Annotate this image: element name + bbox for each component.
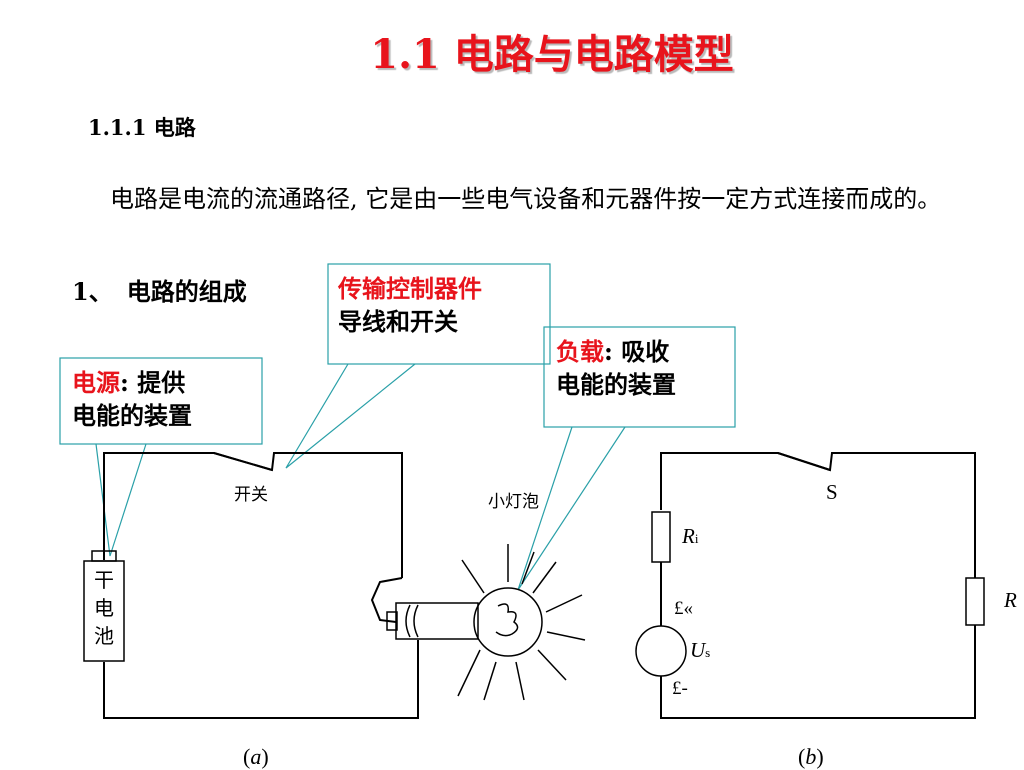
switch-s-label: S xyxy=(826,480,838,504)
bulb-socket xyxy=(395,602,479,640)
control-callout-pointer xyxy=(285,363,416,469)
section-number: 1、 xyxy=(72,277,113,306)
load-callout-title: 负载 xyxy=(556,337,604,366)
voltage-source-us xyxy=(635,625,687,677)
battery-label-char-2: 电 xyxy=(94,596,114,620)
section-label: 电路的组成 xyxy=(126,277,247,306)
us-label: Us xyxy=(690,638,710,663)
wire-bulb-lead-top xyxy=(370,577,403,623)
source-callout-box xyxy=(59,357,263,445)
caption-b-letter: b xyxy=(805,744,817,769)
wire-top-b xyxy=(660,452,976,578)
source-callout-line1: 电源: 提供 xyxy=(72,366,192,399)
wire-top-a xyxy=(103,452,403,578)
caption-b-close: ) xyxy=(816,744,824,769)
us-main: U xyxy=(690,638,706,662)
load-callout-box xyxy=(543,326,736,428)
ri-sub: i xyxy=(694,531,699,546)
source-callout: 电源: 提供 电能的装置 xyxy=(72,366,192,432)
caption-a-close: ) xyxy=(261,744,269,769)
bulb-label: 小灯泡 xyxy=(488,492,539,512)
source-callout-pointer xyxy=(95,443,147,557)
source-callout-rest: : 提供 xyxy=(120,368,186,397)
switch-blade-b xyxy=(777,452,831,471)
load-callout: 负载: 吸收 电能的装置 xyxy=(556,335,676,401)
caption-a-open: ( xyxy=(243,744,251,769)
r-label: R xyxy=(1004,588,1017,612)
control-callout-box xyxy=(327,263,551,365)
load-callout-desc: 电能的装置 xyxy=(556,370,676,399)
source-callout-title: 电源 xyxy=(72,368,120,397)
caption-b-open: ( xyxy=(798,744,806,769)
caption-a: (a) xyxy=(243,744,269,770)
caption-b: (b) xyxy=(798,744,824,770)
control-callout-desc: 导线和开关 xyxy=(338,307,458,336)
load-callout-line1: 负载: 吸收 xyxy=(556,335,676,368)
bulb-contact xyxy=(386,611,398,631)
socket-thread xyxy=(405,604,411,638)
socket-thread-2 xyxy=(413,604,419,638)
bulb-glass xyxy=(473,587,543,657)
control-callout-title: 传输控制器件 xyxy=(338,274,482,303)
figure-a-circuit xyxy=(83,452,586,719)
battery-body xyxy=(83,560,125,662)
source-callout-desc: 电能的装置 xyxy=(72,401,192,430)
plus-label: £« xyxy=(674,598,693,619)
switch-blade-a xyxy=(213,452,273,471)
definition-paragraph: 电路是电流的流通路径, 它是由一些电气设备和元器件按一定方式连接而成的。 xyxy=(110,185,942,213)
resistor-r xyxy=(965,577,985,626)
ri-label: Ri xyxy=(682,524,698,549)
resistor-ri xyxy=(651,511,671,563)
bulb-rays xyxy=(457,544,586,701)
page-title: 1.1 电路与电路模型 xyxy=(370,31,734,78)
wire-bottom-b xyxy=(660,625,976,719)
battery-label: 干 电 池 xyxy=(84,566,124,650)
us-sub: s xyxy=(705,645,711,660)
ri-main: R xyxy=(682,524,695,548)
switch-label: 开关 xyxy=(234,485,268,505)
load-callout-rest: : 吸收 xyxy=(604,337,670,366)
battery-label-char-1: 干 xyxy=(94,568,114,592)
wire-bottom-a xyxy=(103,640,419,719)
section-heading: 1、电路的组成 xyxy=(72,272,247,307)
caption-a-letter: a xyxy=(250,744,262,769)
figure-b-circuit xyxy=(635,452,985,719)
minus-label: £- xyxy=(672,678,688,699)
bulb-filament xyxy=(495,603,519,637)
subsection-heading: 1.1.1 电路 xyxy=(88,115,196,140)
control-callout: 传输控制器件 导线和开关 xyxy=(338,272,482,338)
battery-label-char-3: 池 xyxy=(94,624,114,648)
